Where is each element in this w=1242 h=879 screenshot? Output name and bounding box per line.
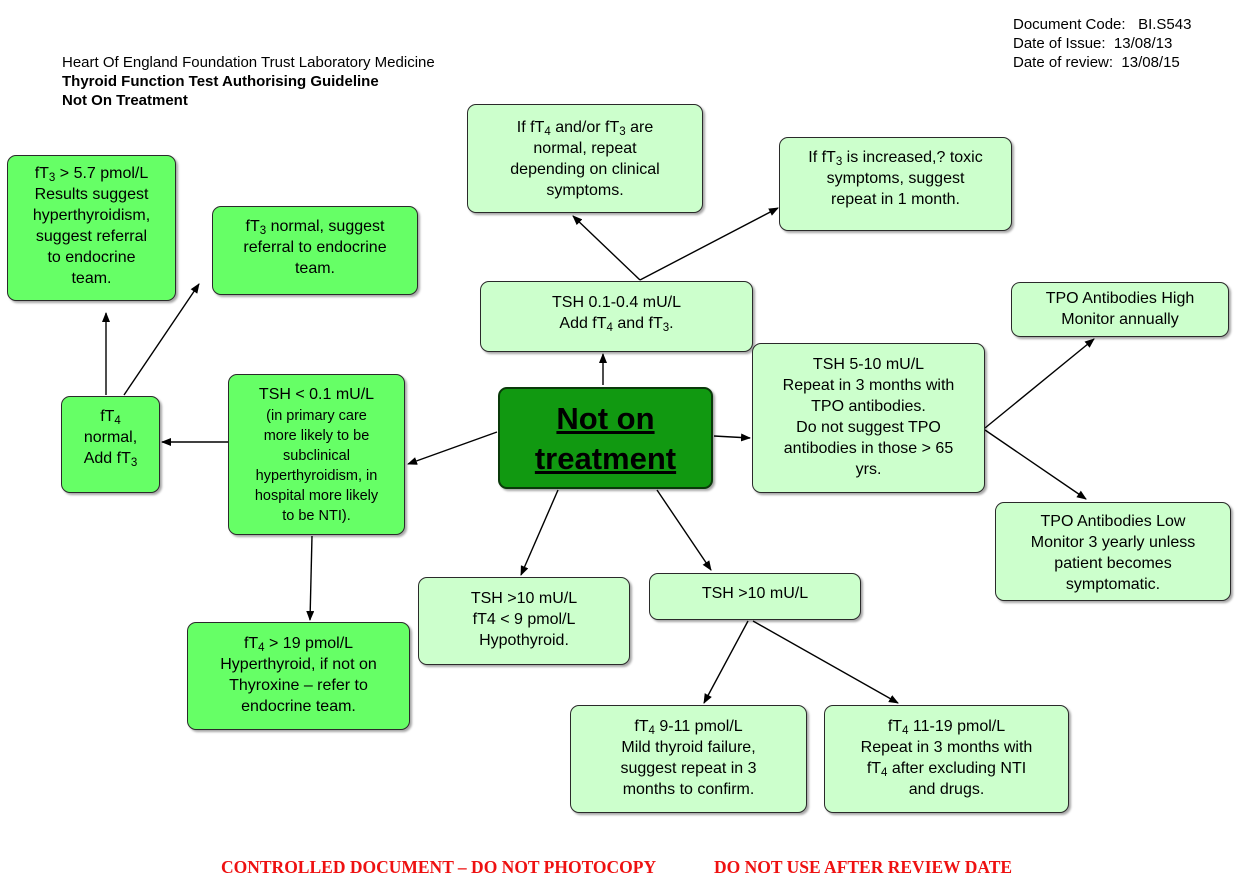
- arrow-tsh-high-to-repeat-nti: [752, 620, 899, 704]
- arrow-tsh-high-to-mild-failure: [703, 620, 749, 704]
- document-subtitle: Not On Treatment: [62, 92, 188, 109]
- arrow-tsh-low-to-normal-repeat: [572, 215, 641, 281]
- arrow-tsh-very-low-to-ft4-high: [306, 535, 315, 621]
- organisation-name: Heart Of England Foundation Trust Labora…: [62, 54, 435, 71]
- ft4-high-node: fT4 > 19 pmol/L Hyperthyroid, if not on …: [187, 622, 410, 730]
- footer-controlled-document: CONTROLLED DOCUMENT – DO NOT PHOTOCOPY: [221, 857, 657, 877]
- tsh-below-0.1-node: TSH < 0.1 mU/L (in primary care more lik…: [228, 374, 405, 535]
- ft3-increased-node: If fT3 is increased,? toxic symptoms, su…: [779, 137, 1012, 231]
- hypothyroid-node: TSH >10 mU/L fT4 < 9 pmol/L Hypothyroid.: [418, 577, 630, 665]
- repeat-excluding-nti-node: fT4 11-19 pmol/L Repeat in 3 months with…: [824, 705, 1069, 813]
- arrow-tsh-mid-to-tpo-low: [984, 429, 1087, 500]
- date-of-issue: Date of Issue: 13/08/13: [1013, 35, 1173, 52]
- arrow-tsh-mid-to-tpo-high: [984, 338, 1095, 429]
- arrow-center-to-hypothyroid: [520, 489, 559, 576]
- ft4-normal-node: fT4 normal, Add fT3: [61, 396, 160, 493]
- document-code: Document Code: BI.S543: [1013, 16, 1192, 33]
- ft3-normal-node: fT3 normal, suggest referral to endocrin…: [212, 206, 418, 295]
- mild-thyroid-failure-node: fT4 9-11 pmol/L Mild thyroid failure, su…: [570, 705, 807, 813]
- date-of-review: Date of review: 13/08/15: [1013, 54, 1180, 71]
- document-title: Thyroid Function Test Authorising Guidel…: [62, 73, 379, 90]
- arrow-ft4-normal-to-ft3-normal: [123, 283, 200, 396]
- arrow-center-to-tsh-high: [656, 489, 712, 571]
- tsh-5-10-node: TSH 5-10 mU/L Repeat in 3 months with TP…: [752, 343, 985, 493]
- arrow-center-to-tsh-very-low: [407, 431, 498, 465]
- tpo-antibodies-low-node: TPO Antibodies Low Monitor 3 yearly unle…: [995, 502, 1231, 601]
- tsh-above-10-node: TSH >10 mU/L: [649, 573, 861, 620]
- ft3-high-node: fT3 > 5.7 pmol/L Results suggest hyperth…: [7, 155, 176, 301]
- tsh-0.1-0.4-node: TSH 0.1-0.4 mU/L Add fT4 and fT3.: [480, 281, 753, 352]
- tpo-antibodies-high-node: TPO Antibodies High Monitor annually: [1011, 282, 1229, 337]
- ft4-ft3-normal-repeat-node: If fT4 and/or fT3 are normal, repeat dep…: [467, 104, 703, 213]
- arrow-tsh-low-to-ft3-increased: [639, 207, 779, 281]
- arrow-center-to-tsh-mid: [713, 433, 751, 442]
- footer-review-date-warning: DO NOT USE AFTER REVIEW DATE: [714, 857, 1013, 877]
- not-on-treatment-node: Not on treatment: [498, 387, 713, 489]
